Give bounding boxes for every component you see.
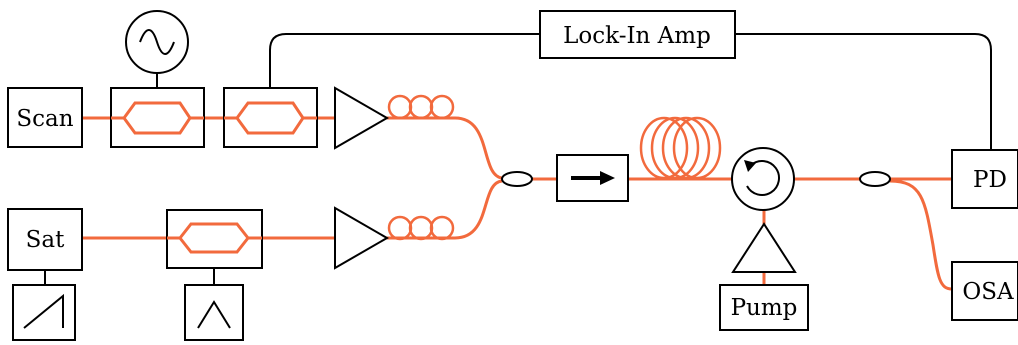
scan-label: Scan — [16, 106, 73, 132]
lockin-to-pd-wire — [735, 33, 992, 150]
fiber-spool-icon — [639, 116, 722, 180]
fiber-loop-icon — [387, 94, 455, 120]
upper-fiber-merge — [385, 116, 503, 180]
amplifier-triangle-icon — [334, 86, 390, 150]
scan-box: Scan — [7, 87, 83, 148]
sat-label: Sat — [26, 227, 65, 253]
pump-amplifier-icon — [731, 222, 797, 273]
circulator-icon — [731, 147, 795, 211]
sawtooth-ramp-icon — [12, 284, 76, 341]
amplifier-triangle-icon — [334, 206, 390, 270]
modulator-3 — [166, 209, 263, 269]
osa-label: OSA — [962, 279, 1014, 305]
pump-box: Pump — [719, 284, 809, 331]
modulator-2 — [223, 87, 318, 148]
mach-zehnder-modulator-icon — [122, 101, 192, 135]
sat-box: Sat — [7, 208, 83, 271]
isolator-arrow-icon — [556, 154, 629, 202]
lockin-amp-box: Lock-In Amp — [539, 10, 736, 59]
fiber-coupler-icon — [859, 171, 891, 187]
coupler-to-osa — [889, 179, 953, 291]
pd-box: PD — [951, 149, 1018, 209]
triangle-wave-icon — [184, 284, 244, 341]
lockin-to-modulator-wire — [269, 33, 540, 88]
pump-label: Pump — [731, 295, 798, 321]
mach-zehnder-modulator-icon — [235, 101, 305, 135]
modulator-1 — [110, 87, 205, 148]
sine-wave-icon — [125, 10, 189, 74]
electrical-wiring — [44, 33, 992, 285]
lower-fiber-merge — [385, 179, 503, 240]
pd-label: PD — [973, 167, 1007, 193]
lockin-amp-label: Lock-In Amp — [563, 23, 711, 49]
osa-box: OSA — [951, 261, 1018, 321]
mach-zehnder-modulator-icon — [178, 222, 250, 254]
fiber-loop-icon — [387, 215, 455, 241]
fiber-coupler-icon — [501, 171, 533, 187]
